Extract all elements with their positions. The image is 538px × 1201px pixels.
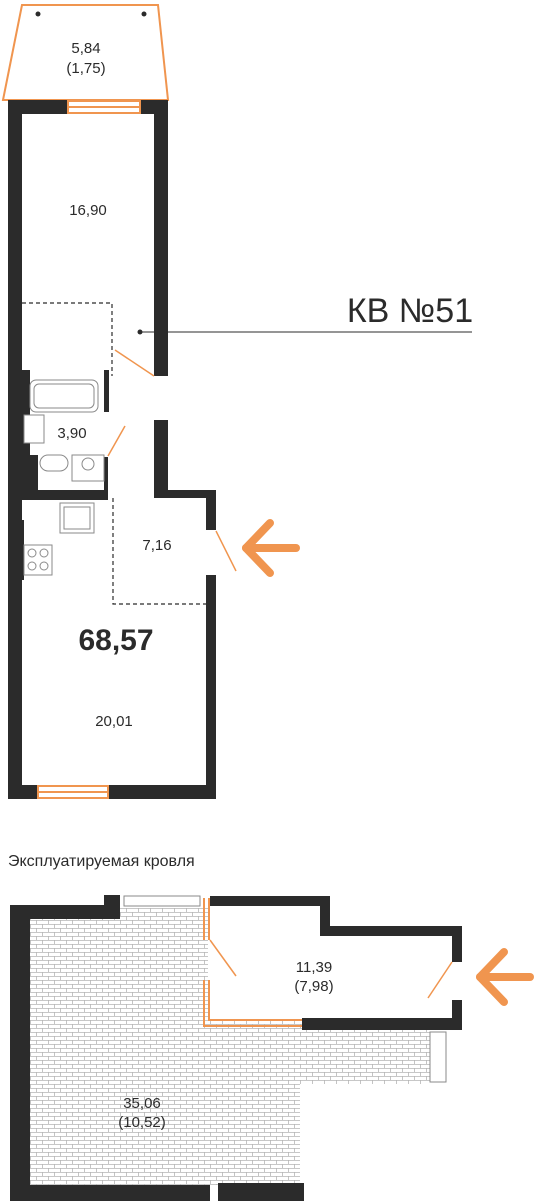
apartment-number: КВ №51 xyxy=(347,292,473,330)
roof-title: Эксплуатируемая кровля xyxy=(8,853,195,870)
fixtures xyxy=(23,379,105,576)
roof-terrace xyxy=(28,908,430,1185)
balcony-area-reduced: (1,75) xyxy=(66,60,105,77)
balcony: 5,84 (1,75) xyxy=(1,4,170,101)
total-area: 68,57 xyxy=(78,624,153,657)
roof-windows xyxy=(203,898,302,1027)
windows xyxy=(37,100,141,799)
roof-skylights xyxy=(123,895,447,1083)
apartment-label: КВ №51 xyxy=(137,292,473,335)
balcony-area: 5,84 xyxy=(71,40,100,57)
doors xyxy=(107,349,237,572)
kitchen-living-area: 20,01 xyxy=(95,713,133,730)
roof-room-area-reduced: (7,98) xyxy=(294,978,333,995)
entrance-arrow-icon xyxy=(242,519,300,577)
dashed-lines xyxy=(22,302,206,605)
terrace-area-reduced: (10,52) xyxy=(118,1114,166,1131)
roof-doors xyxy=(209,939,453,999)
roof-room-area: 11,39 xyxy=(296,959,332,976)
roof-walls xyxy=(10,895,462,1201)
bedroom-area: 16,90 xyxy=(69,202,107,219)
bathroom-area: 3,90 xyxy=(57,425,86,442)
apartment-walls xyxy=(8,100,216,799)
terrace-area: 35,06 xyxy=(123,1095,161,1112)
roof-entrance-arrow-icon xyxy=(476,948,534,1006)
hall-area: 7,16 xyxy=(142,537,171,554)
